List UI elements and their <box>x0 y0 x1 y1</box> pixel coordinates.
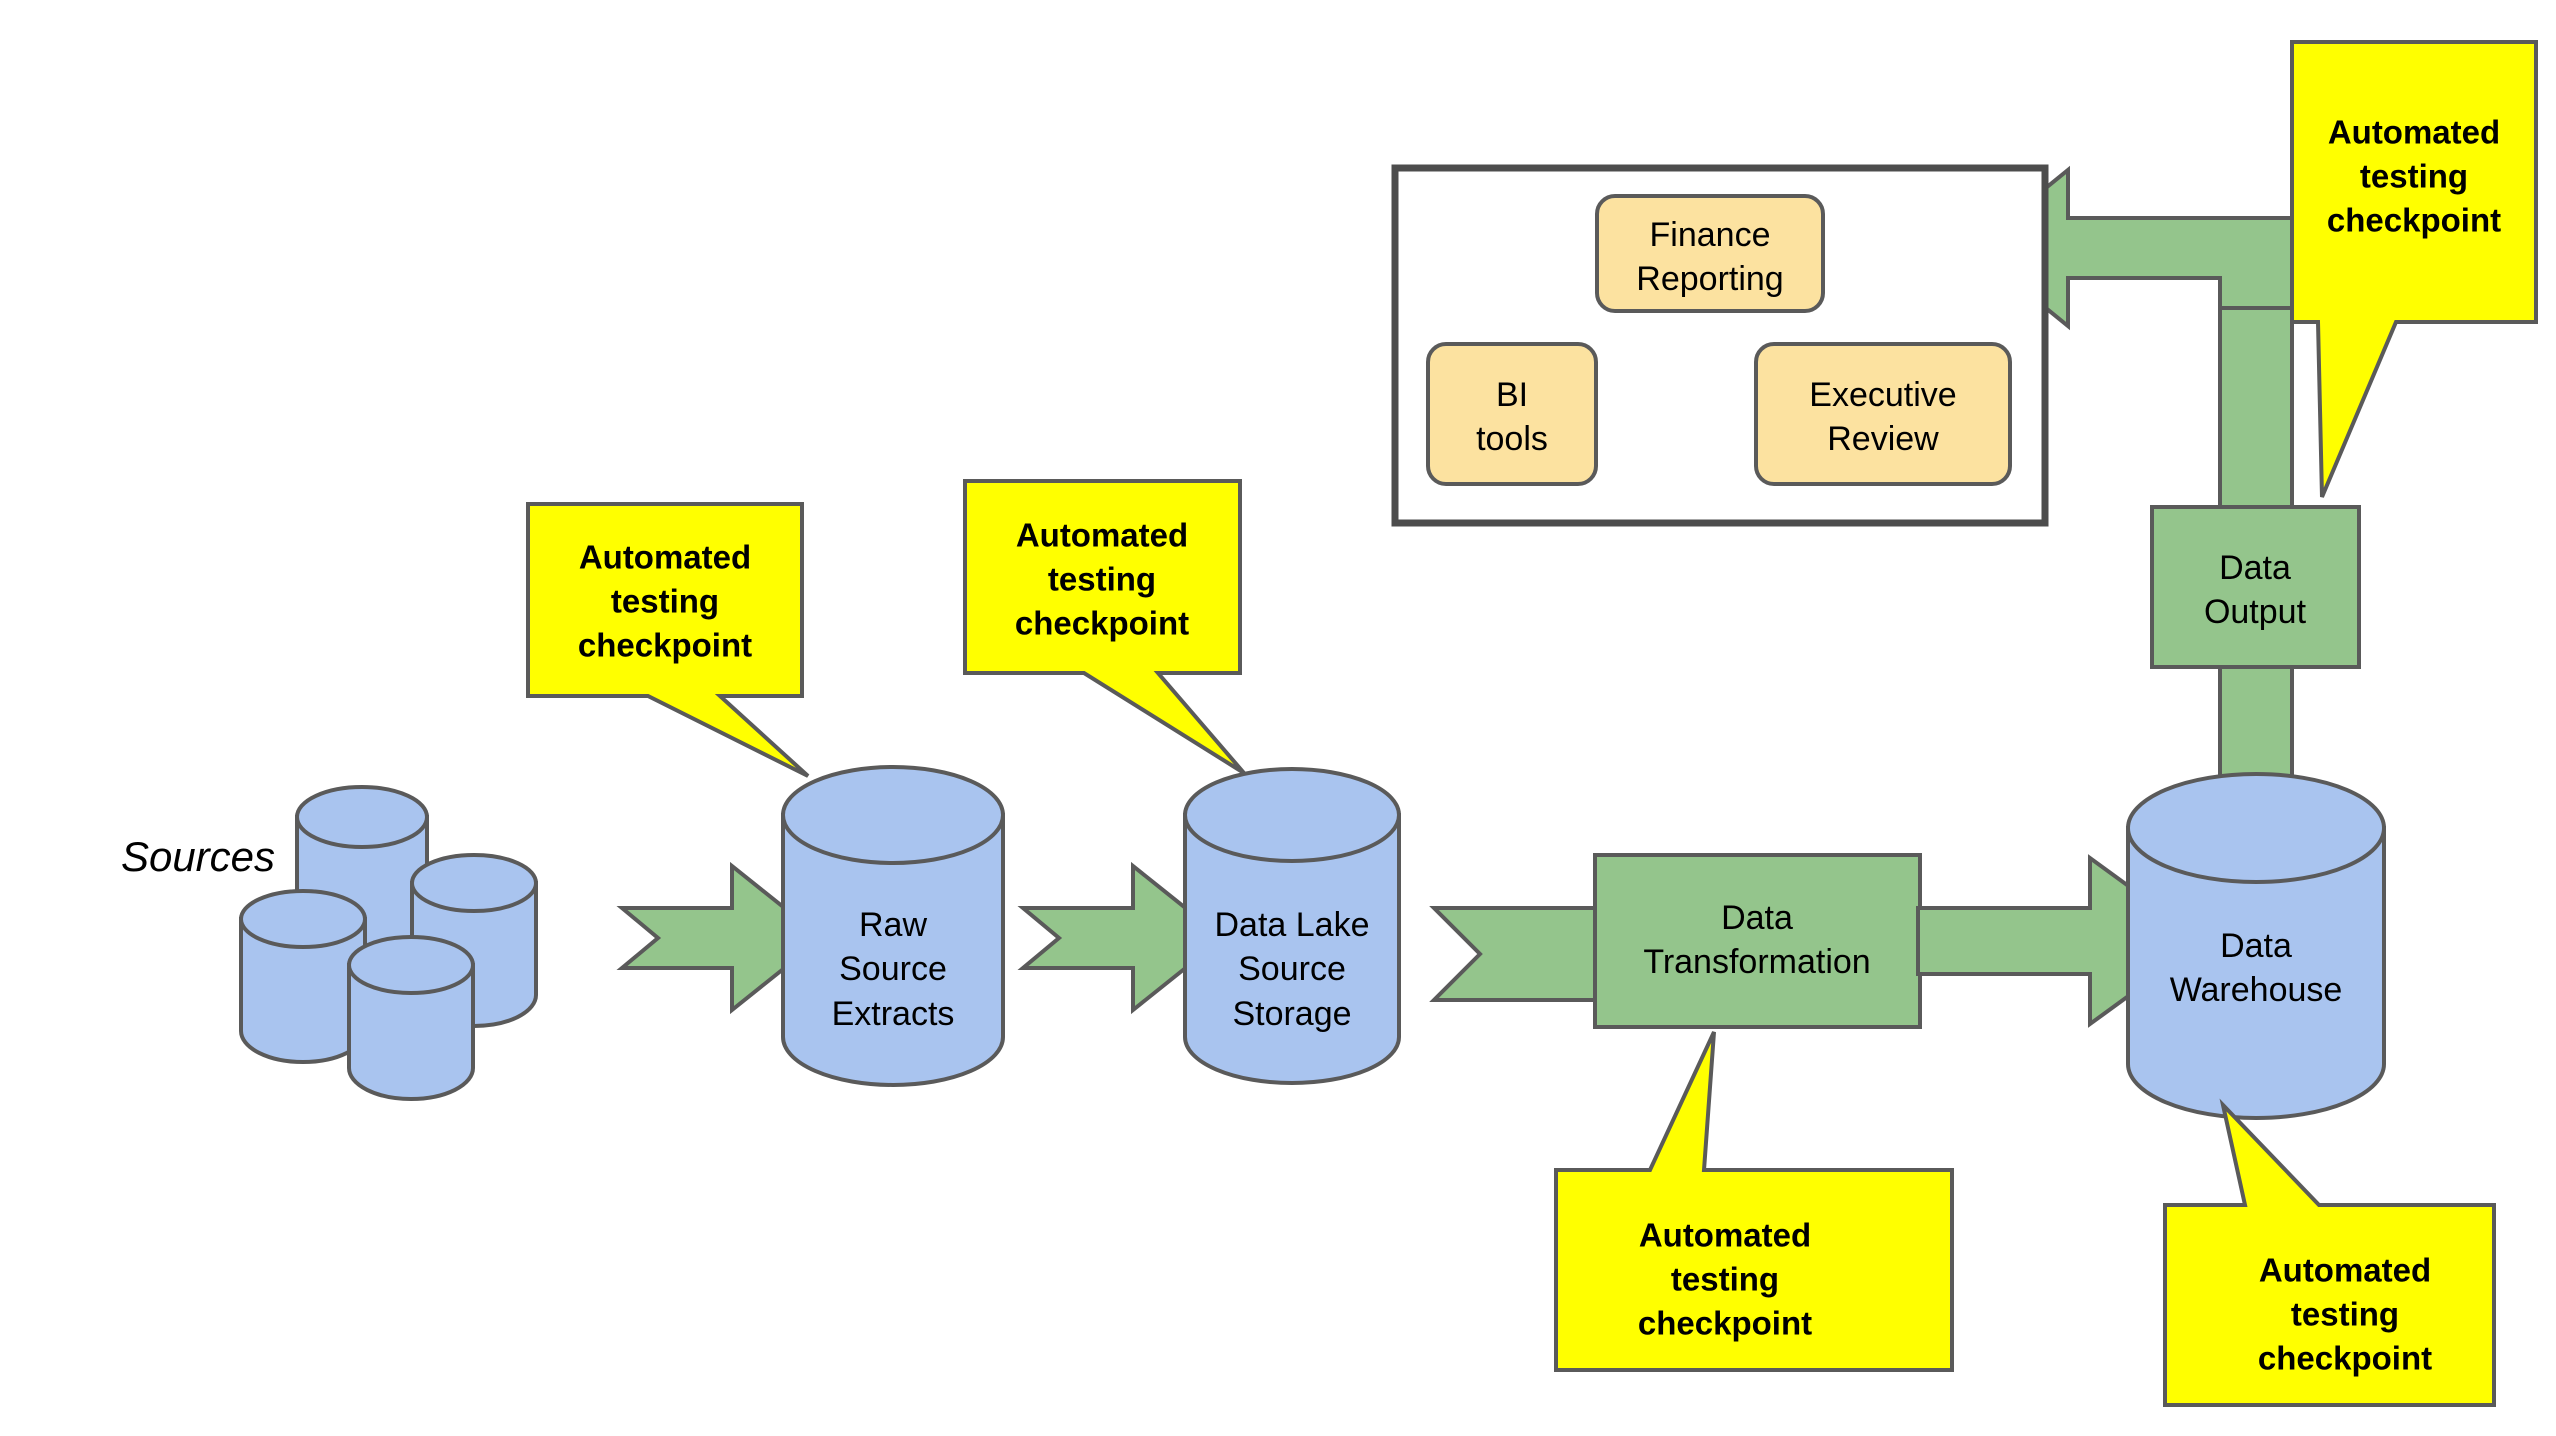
data-lake-line-3: Storage <box>1232 995 1351 1033</box>
consumer-executive-review[interactable]: Executive Review <box>1754 342 2012 486</box>
sources-label: Sources <box>121 833 275 880</box>
data-warehouse-line-2: Warehouse <box>2170 971 2343 1009</box>
data-lake-line-2: Source <box>1238 950 1346 988</box>
callout-5-line-3: checkpoint <box>2327 202 2501 239</box>
callout-5-line-1: Automated <box>2328 114 2500 151</box>
callout-2-line-1: Automated <box>1016 517 1188 554</box>
sources-cluster: Sources <box>121 785 538 1101</box>
node-raw-source-extracts: Raw Source Extracts <box>781 765 1005 1087</box>
callout-checkpoint-data-output: Automated testing checkpoint <box>2290 40 2538 498</box>
callout-1-line-1: Automated <box>579 539 751 576</box>
callout-1-line-3: checkpoint <box>578 627 752 664</box>
consumer-bi-tools[interactable]: BI tools <box>1426 342 1598 486</box>
callout-4-line-1: Automated <box>2259 1252 2431 1289</box>
node-data-transformation: Data Transformation <box>1593 853 1922 1029</box>
data-lake-line-1: Data Lake <box>1215 906 1370 944</box>
raw-source-extracts-line-1: Raw <box>859 906 927 944</box>
data-output-line-1: Data <box>2219 549 2291 587</box>
source-cylinder-3 <box>239 889 367 1064</box>
consumer-finance-reporting[interactable]: Finance Reporting <box>1595 194 1825 313</box>
data-warehouse-line-1: Data <box>2220 927 2292 965</box>
callout-2-line-3: checkpoint <box>1015 605 1189 642</box>
node-data-output: Data Output <box>2150 505 2361 669</box>
executive-review-line-2: Review <box>1827 420 1939 458</box>
arrow-raw-to-lake <box>1017 861 1227 1015</box>
raw-source-extracts-line-3: Extracts <box>832 995 955 1033</box>
node-data-lake-source-storage: Data Lake Source Storage <box>1183 767 1401 1085</box>
callout-checkpoint-raw-source-extracts: Automated testing checkpoint <box>526 502 810 778</box>
consumers-group: Finance Reporting BI tools Executive Rev… <box>1391 164 2049 527</box>
data-transformation-line-2: Transformation <box>1643 943 1870 981</box>
callout-3-line-3: checkpoint <box>1638 1305 1812 1342</box>
arrow-output-riser <box>2218 306 2294 522</box>
source-cylinder-4 <box>347 935 475 1101</box>
callout-checkpoint-data-warehouse: Automated testing checkpoint <box>2163 1098 2496 1407</box>
raw-source-extracts-line-2: Source <box>839 950 947 988</box>
data-transformation-line-1: Data <box>1721 899 1793 937</box>
finance-reporting-line-1: Finance <box>1650 216 1771 254</box>
finance-reporting-line-2: Reporting <box>1636 260 1783 298</box>
data-output-line-2: Output <box>2204 593 2307 631</box>
callout-1-line-2: testing <box>611 583 719 620</box>
callout-4-line-2: testing <box>2291 1296 2399 1333</box>
arrow-lake-to-transformation <box>1429 906 1599 1002</box>
executive-review-line-1: Executive <box>1809 376 1956 414</box>
callout-checkpoint-data-lake: Automated testing checkpoint <box>963 479 1246 775</box>
callout-4-line-3: checkpoint <box>2258 1340 2432 1377</box>
bi-tools-line-2: tools <box>1476 420 1548 458</box>
callout-checkpoint-data-transformation: Automated testing checkpoint <box>1554 1031 1954 1372</box>
callout-2-line-2: testing <box>1048 561 1156 598</box>
arrow-sources-to-raw <box>616 861 826 1015</box>
callout-3-line-1: Automated <box>1639 1217 1811 1254</box>
callout-3-line-2: testing <box>1671 1261 1779 1298</box>
callout-5-line-2: testing <box>2360 158 2468 195</box>
node-data-warehouse: Data Warehouse <box>2126 772 2386 1120</box>
bi-tools-line-1: BI <box>1496 376 1528 414</box>
